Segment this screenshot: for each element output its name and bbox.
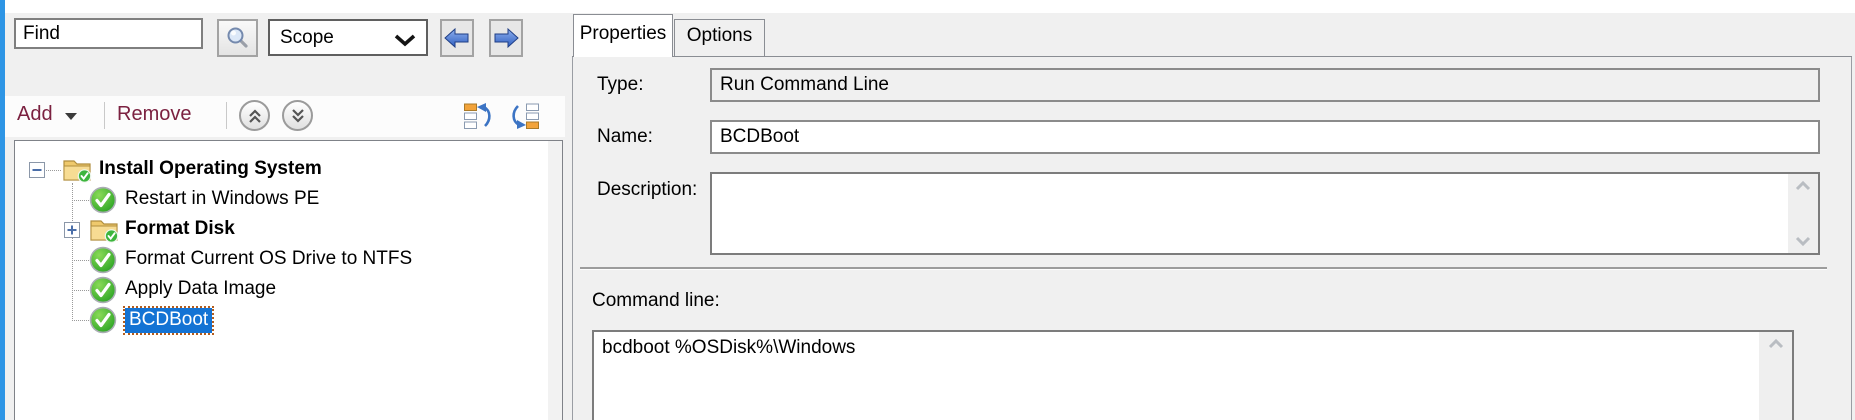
green-check-icon: [89, 306, 117, 334]
move-down-button[interactable]: [282, 100, 313, 131]
collapse-all-button[interactable]: [460, 99, 496, 133]
arrow-right-icon: [494, 27, 519, 49]
scope-dropdown[interactable]: Scope: [268, 19, 428, 56]
green-check-icon: [89, 276, 117, 304]
chevron-down-icon: [394, 34, 416, 47]
add-dropdown-caret-icon: [64, 113, 77, 120]
tab-page-border: [572, 56, 573, 420]
tree-connector-stub: [72, 320, 89, 321]
tree-row-bcdboot-selected[interactable]: BCDBoot: [15, 305, 535, 335]
expand-all-icon: [512, 103, 539, 129]
expand-expander-icon[interactable]: [64, 222, 80, 238]
scroll-up-icon[interactable]: [1768, 339, 1784, 349]
search-button[interactable]: [217, 19, 258, 57]
description-textarea[interactable]: [710, 172, 1820, 255]
tab-options[interactable]: Options: [674, 19, 765, 57]
task-sequence-tree: Install Operating System Restart in Wind…: [14, 140, 563, 420]
name-value: BCDBoot: [720, 126, 800, 147]
find-input[interactable]: [14, 18, 203, 49]
tab-page-border: [572, 56, 1852, 57]
tree-connector-stub: [72, 200, 89, 201]
tree-item-label: Format Current OS Drive to NTFS: [125, 248, 413, 269]
description-label: Description:: [597, 179, 698, 200]
type-label: Type:: [597, 74, 644, 95]
tree-row-apply-data-image[interactable]: Apply Data Image: [15, 275, 535, 305]
tree-connector-stub: [72, 260, 89, 261]
tree-item-label: Apply Data Image: [125, 278, 277, 299]
double-chevron-up-icon: [248, 108, 261, 123]
folder-checked-icon: [90, 220, 119, 243]
tab-properties-label: Properties: [579, 23, 667, 44]
green-check-icon: [89, 186, 117, 214]
window-edge-stripe: [0, 0, 5, 420]
back-button[interactable]: [440, 19, 474, 57]
tab-page-border: [1851, 56, 1852, 420]
command-line-scrollbar[interactable]: [1759, 332, 1792, 420]
tree-scrollbar[interactable]: [548, 141, 562, 420]
name-input[interactable]: BCDBoot: [710, 120, 1820, 154]
tree-row-format-disk[interactable]: Format Disk: [15, 215, 535, 245]
tree-row-install-operating-system[interactable]: Install Operating System: [15, 155, 535, 185]
collapse-all-icon: [464, 103, 491, 129]
expand-all-button[interactable]: [507, 99, 543, 133]
green-check-icon: [89, 246, 117, 274]
description-scrollbar[interactable]: [1788, 174, 1818, 253]
command-line-label: Command line:: [592, 290, 720, 311]
tree-item-label: Install Operating System: [99, 158, 322, 179]
tree-row-format-current-os-drive[interactable]: Format Current OS Drive to NTFS: [15, 245, 535, 275]
command-line-value: bcdboot %OSDisk%\Windows: [602, 337, 856, 358]
toolbar-separator: [104, 102, 105, 129]
remove-button[interactable]: Remove: [117, 103, 191, 126]
tree-item-label-selected: BCDBoot: [122, 306, 215, 335]
collapse-expander-icon[interactable]: [29, 162, 45, 178]
tree-connector-stub: [72, 290, 89, 291]
remove-button-label: Remove: [117, 103, 192, 125]
tab-properties[interactable]: Properties: [573, 14, 673, 57]
search-icon: [227, 27, 248, 48]
section-separator: [580, 267, 1827, 270]
type-field: Run Command Line: [710, 68, 1820, 102]
forward-button[interactable]: [489, 19, 523, 57]
tree-row-restart-in-windows-pe[interactable]: Restart in Windows PE: [15, 185, 535, 215]
scroll-down-icon[interactable]: [1795, 236, 1811, 246]
move-up-button[interactable]: [239, 100, 270, 131]
type-value: Run Command Line: [720, 74, 889, 95]
tree-item-label: Format Disk: [125, 218, 235, 239]
arrow-left-icon: [444, 27, 469, 49]
tree-connector-stub: [46, 170, 61, 171]
double-chevron-down-icon: [291, 108, 304, 123]
top-strip: [0, 0, 1855, 13]
scroll-up-icon[interactable]: [1795, 181, 1811, 191]
add-button[interactable]: Add: [17, 103, 77, 126]
folder-checked-icon: [63, 160, 92, 183]
name-label: Name:: [597, 126, 653, 147]
tab-options-label: Options: [686, 25, 753, 46]
add-button-label: Add: [17, 103, 53, 125]
edit-toolbar: Add Remove: [5, 96, 565, 137]
command-line-textarea[interactable]: bcdboot %OSDisk%\Windows: [592, 330, 1794, 420]
scope-dropdown-value: Scope: [280, 26, 334, 48]
toolbar-separator: [226, 102, 227, 129]
tree-connector-line: [72, 183, 73, 321]
tree-item-label: Restart in Windows PE: [125, 188, 320, 209]
